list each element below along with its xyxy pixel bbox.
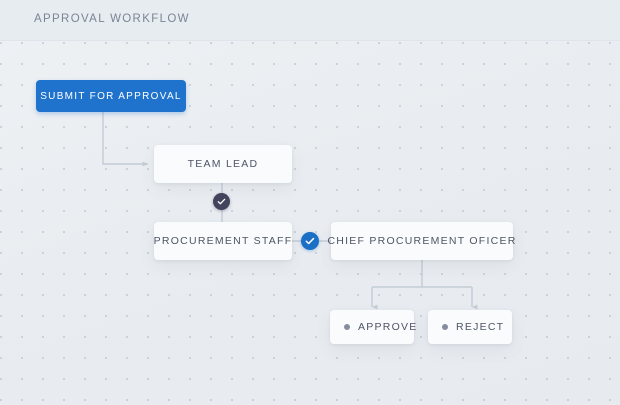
workflow-node-chief-procurement-oficer[interactable]: CHIEF PROCUREMENT OFICER bbox=[327, 222, 515, 260]
status-dot-icon bbox=[344, 324, 350, 330]
workflow-node-approve[interactable]: APPROVE bbox=[330, 310, 416, 344]
node-label: APPROVE bbox=[358, 321, 418, 333]
workflow-node-reject[interactable]: REJECT bbox=[428, 310, 512, 344]
page-title: APPROVAL WORKFLOW bbox=[34, 13, 190, 25]
workflow-node-procurement-staff[interactable]: PROCUREMENT STAFF bbox=[154, 222, 292, 260]
check-icon bbox=[305, 237, 315, 245]
node-label: REJECT bbox=[456, 321, 505, 333]
node-label: PROCUREMENT STAFF bbox=[153, 235, 293, 247]
check-badge-team-lead[interactable] bbox=[213, 193, 230, 210]
connector-submit-to-team-lead bbox=[102, 112, 148, 167]
submit-for-approval-button[interactable]: SUBMIT FOR APPROVAL bbox=[36, 80, 186, 112]
header-bar bbox=[0, 0, 620, 41]
status-dot-icon bbox=[442, 324, 448, 330]
check-icon bbox=[217, 198, 226, 205]
workflow-node-team-lead[interactable]: TEAM LEAD bbox=[154, 145, 292, 183]
node-label: TEAM LEAD bbox=[187, 158, 259, 170]
submit-for-approval-label: SUBMIT FOR APPROVAL bbox=[40, 90, 182, 102]
check-badge-chief-procurement-oficer[interactable] bbox=[301, 232, 319, 250]
node-label: CHIEF PROCUREMENT OFICER bbox=[327, 235, 517, 247]
